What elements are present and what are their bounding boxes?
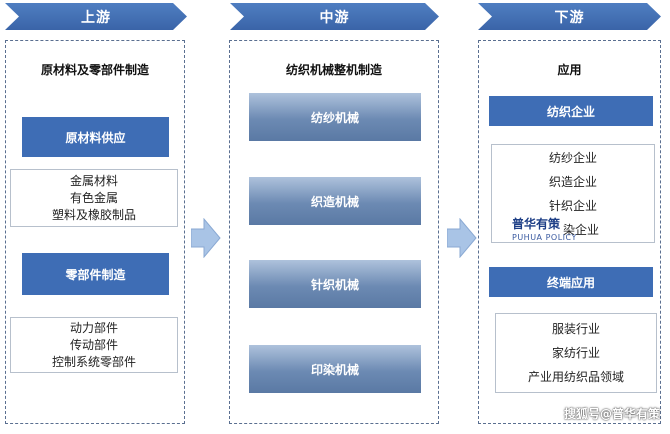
list-item: 织造企业 — [548, 174, 597, 189]
upstream-column: 原材料及零部件制造 原材料供应 金属材料 有色金属 塑料及橡胶制品 零部件制造 … — [5, 40, 185, 424]
flow-arrow-right-icon — [191, 218, 221, 258]
list-item: 传动部件 — [69, 337, 118, 352]
machine-weaving: 织造机械 — [249, 177, 421, 225]
list-item: 针织企业 — [548, 198, 597, 213]
parts-list: 动力部件 传动部件 控制系统零部件 — [10, 317, 178, 373]
puhua-watermark-logo: 普华有策 PUHUA POLICY — [512, 218, 577, 244]
list-item: 控制系统零部件 — [51, 354, 136, 369]
downstream-column: 应用 纺织企业 纺纱企业 织造企业 针织企业 染企业 终端应用 服装行业 家纺行… — [478, 40, 661, 424]
machine-knitting: 针织机械 — [249, 260, 421, 308]
textile-enterprise-header: 纺织企业 — [489, 96, 653, 126]
parts-manufacturing-header: 零部件制造 — [22, 253, 169, 295]
list-item: 染企业 — [562, 222, 599, 237]
midstream-column: 纺织机械整机制造 纺纱机械 织造机械 针织机械 印染机械 — [229, 40, 439, 424]
stage-downstream-chevron: 下游 — [478, 3, 661, 30]
machine-spinning: 纺纱机械 — [249, 93, 421, 141]
watermark-name: 普华有策 — [512, 217, 561, 231]
list-item: 产业用纺织品领域 — [527, 370, 624, 384]
list-item: 金属材料 — [69, 173, 118, 188]
end-use-header: 终端应用 — [489, 267, 653, 297]
watermark-en: PUHUA POLICY — [512, 233, 577, 242]
flow-arrow-right-icon — [447, 218, 477, 258]
raw-material-header: 原材料供应 — [22, 117, 169, 157]
raw-material-list: 金属材料 有色金属 塑料及橡胶制品 — [10, 169, 178, 227]
list-item: 有色金属 — [69, 190, 118, 205]
stage-upstream-label: 上游 — [81, 9, 111, 26]
list-item: 服装行业 — [551, 322, 600, 336]
midstream-title: 纺织机械整机制造 — [285, 63, 382, 77]
list-item: 塑料及橡胶制品 — [51, 207, 136, 222]
list-item: 纺纱企业 — [548, 150, 597, 165]
list-item: 家纺行业 — [551, 346, 600, 360]
list-item: 动力部件 — [69, 320, 118, 335]
downstream-title: 应用 — [557, 63, 582, 77]
stage-midstream-chevron: 中游 — [230, 3, 439, 30]
footer-watermark: 搜狐号@普华有策 — [563, 407, 660, 421]
textile-enterprise-list: 纺纱企业 织造企业 针织企业 染企业 — [491, 144, 655, 243]
stage-midstream-label: 中游 — [319, 9, 350, 26]
upstream-title: 原材料及零部件制造 — [40, 63, 149, 77]
end-use-list: 服装行业 家纺行业 产业用纺织品领域 — [495, 313, 657, 393]
stage-upstream-chevron: 上游 — [5, 3, 187, 30]
stage-downstream-label: 下游 — [554, 9, 585, 26]
machine-dyeing: 印染机械 — [249, 345, 421, 393]
